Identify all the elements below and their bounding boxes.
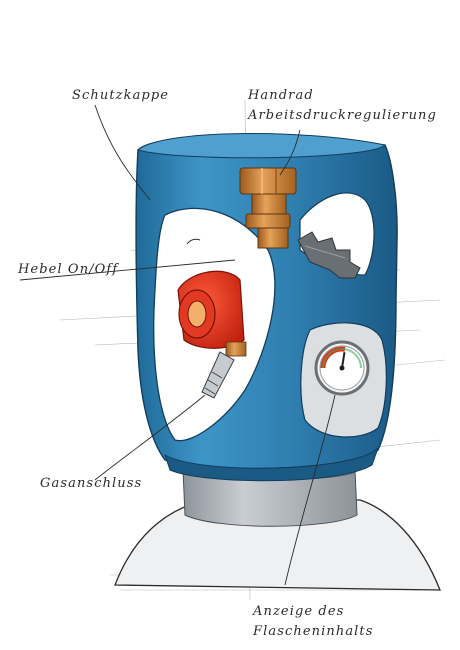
gas-connector (201, 351, 235, 399)
label-hebel-on-off: Hebel On/Off (18, 262, 119, 277)
lever-on-off (177, 270, 247, 357)
label-schutzkappe: Schutzkappe (72, 88, 170, 103)
label-gasanschluss: Gasanschluss (40, 476, 143, 491)
leader-lines (19, 104, 336, 586)
handwheel-gear (297, 231, 361, 279)
label-arbeitsdruckregulierung: Arbeitsdruckregulierung (248, 108, 437, 123)
gauge-needle (341, 352, 346, 369)
label-anzeige-des: Anzeige des (253, 604, 345, 619)
label-flascheninhalts: Flascheninhalts (253, 624, 374, 639)
brass-valve (239, 167, 297, 249)
label-handrad: Handrad (248, 88, 314, 103)
content-gauge (314, 340, 370, 396)
bottle-shoulder (114, 499, 441, 591)
